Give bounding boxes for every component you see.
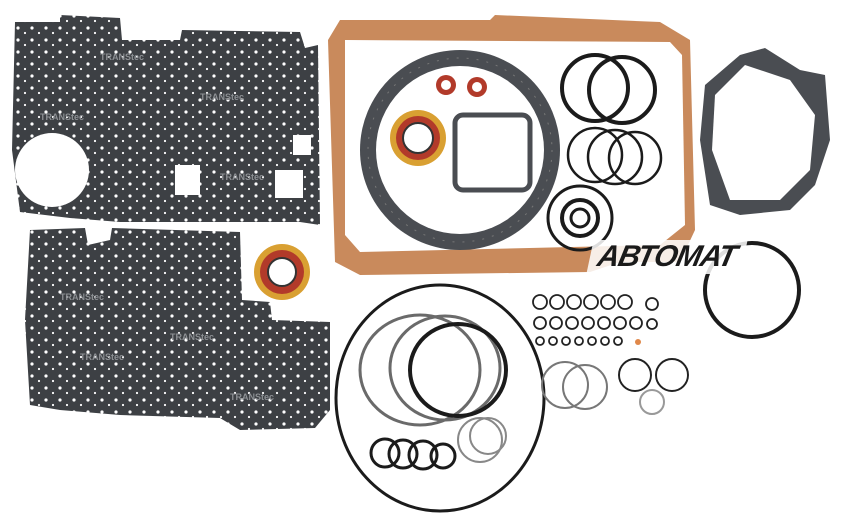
- watermark-text: TRANStec: [100, 52, 144, 62]
- upper-valve-body-gasket: TRANStec TRANStec TRANStec TRANStec: [12, 15, 320, 225]
- watermark-text: TRANStec: [170, 332, 214, 342]
- square-gasket: [452, 112, 533, 193]
- watermark-text: TRANStec: [60, 292, 104, 302]
- watermark-text: TRANStec: [200, 92, 244, 102]
- avtomat-logo: АВТОМАТ: [586, 240, 748, 274]
- watermark-text: TRANStec: [230, 392, 274, 402]
- large-oil-seal: [390, 110, 446, 166]
- lower-valve-body-gasket: TRANStec TRANStec TRANStec TRANStec: [25, 228, 330, 430]
- output-oil-seal: [254, 244, 310, 300]
- small-red-seals: [436, 75, 487, 97]
- o-rings-upper: [546, 53, 663, 252]
- watermark-text: TRANStec: [40, 112, 84, 122]
- small-o-rings: [532, 294, 659, 346]
- extension-housing-gasket: [700, 48, 830, 215]
- watermark-text: TRANStec: [80, 352, 124, 362]
- orange-o-ring: [635, 339, 641, 345]
- o-rings-lower: [334, 283, 689, 513]
- watermark-text: TRANStec: [220, 172, 264, 182]
- snap-ring: [703, 241, 801, 339]
